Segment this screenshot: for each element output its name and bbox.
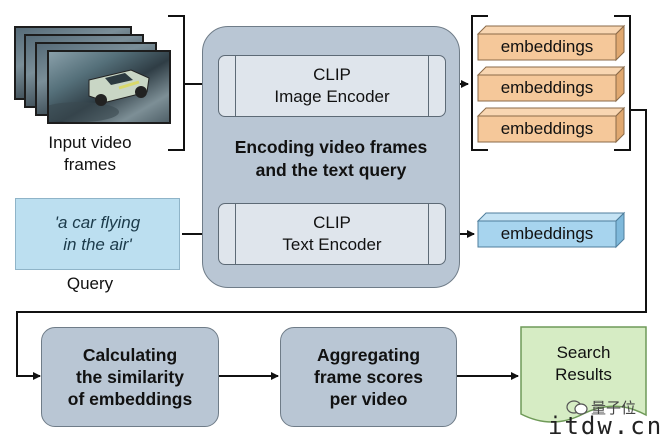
video-frame-front xyxy=(47,50,171,124)
encoding-panel-title: Encoding video frames and the text query xyxy=(234,137,428,180)
aggregate-step: Aggregating frame scores per video xyxy=(280,327,457,427)
watermark-logo-icon xyxy=(566,399,588,415)
search-results-label: Search Results xyxy=(555,343,612,384)
encoder-tab-left xyxy=(219,204,236,264)
image-embedding-label-1: embeddings xyxy=(500,37,594,56)
embeddings-bracket-right xyxy=(614,15,631,151)
text-embedding-box xyxy=(476,211,626,249)
image-embedding-box-3 xyxy=(476,106,626,144)
arrow-embeddings-to-similarity xyxy=(16,109,647,380)
encoder-tab-left xyxy=(219,56,236,116)
image-embedding-label-2: embeddings xyxy=(500,78,594,97)
image-embedding-box-1 xyxy=(476,24,626,62)
query-label: Query xyxy=(66,274,114,293)
watermark-brand: 量子位 xyxy=(591,400,637,417)
query-box: 'a car flying in the air' xyxy=(15,198,180,270)
text-encoder-label: CLIP Text Encoder xyxy=(282,213,382,254)
encoder-tab-right xyxy=(428,56,445,116)
image-embedding-box-2 xyxy=(476,65,626,103)
clip-image-encoder: CLIP Image Encoder xyxy=(218,55,446,117)
clip-text-encoder: CLIP Text Encoder xyxy=(218,203,446,265)
encoder-tab-right xyxy=(428,204,445,264)
text-embedding-label: embeddings xyxy=(500,224,594,243)
watermark-site: itdw.cn xyxy=(548,412,662,440)
similarity-step: Calculating the similarity of embeddings xyxy=(41,327,219,427)
input-video-label: Input video frames xyxy=(48,133,132,174)
image-encoder-label: CLIP Image Encoder xyxy=(274,65,390,106)
embeddings-bracket-left xyxy=(471,15,488,151)
image-embedding-label-3: embeddings xyxy=(500,119,594,138)
flying-car-image xyxy=(49,69,150,122)
